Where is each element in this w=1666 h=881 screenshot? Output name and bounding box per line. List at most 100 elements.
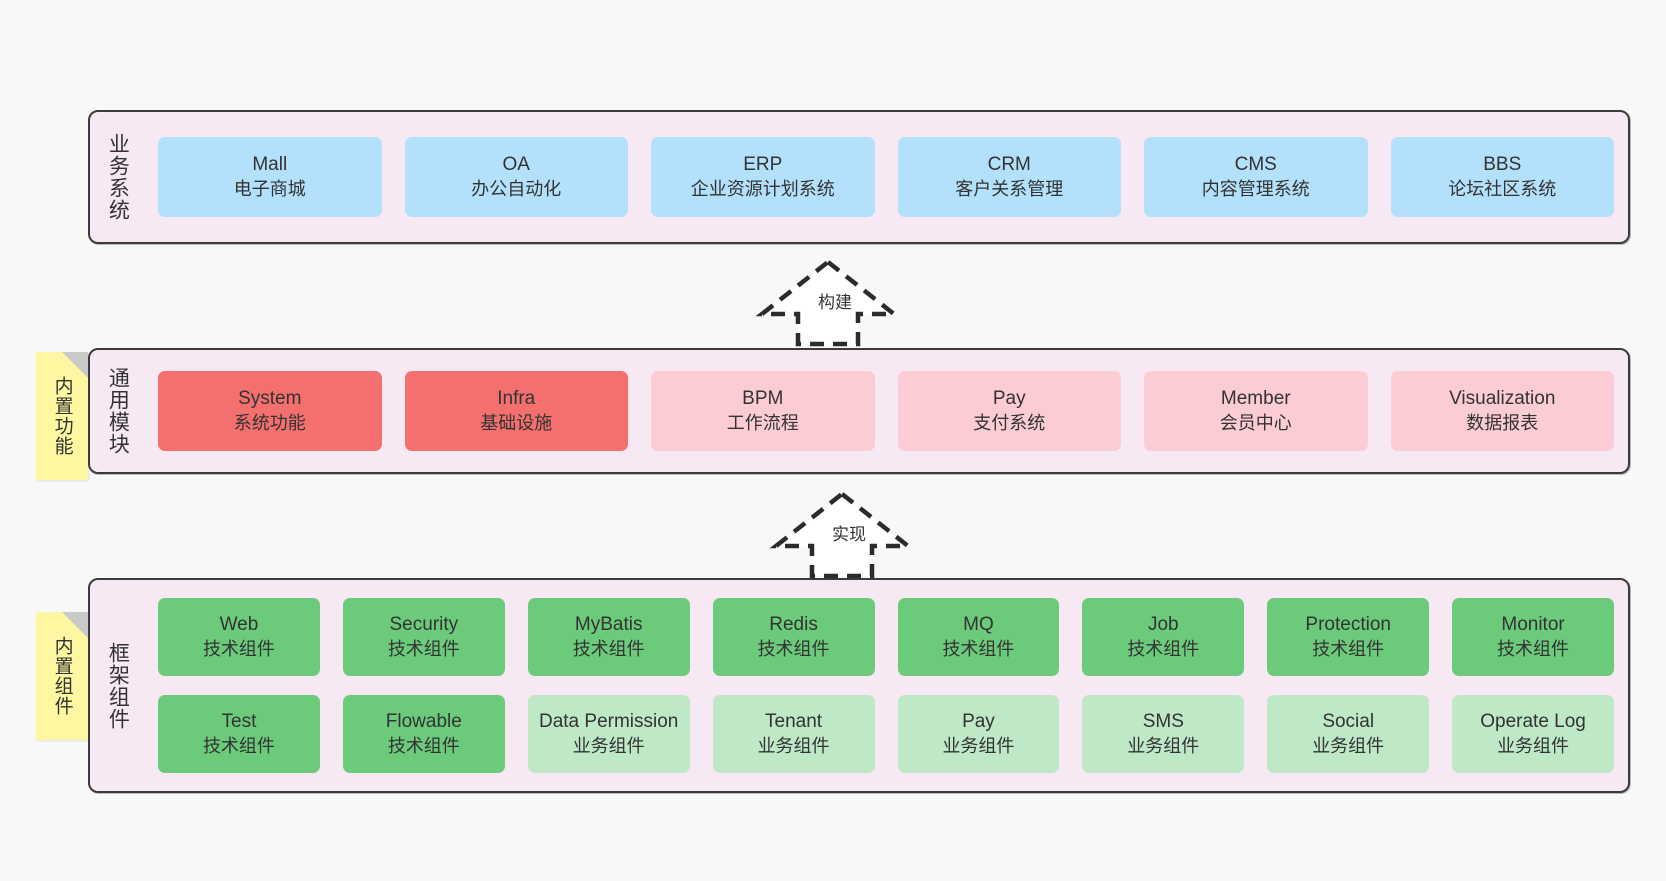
card-row-business: Test 技术组件 Flowable 技术组件 Data Permission … [158, 695, 1614, 773]
card-title-cn: 数据报表 [1466, 412, 1539, 433]
component-card-data-permission[interactable]: Data Permission 业务组件 [527, 695, 690, 773]
connector-build-label: 构建 [818, 293, 852, 312]
card-title-en: System [238, 388, 302, 410]
card-title-en: Flowable [385, 711, 462, 733]
module-card-cms[interactable]: CMS 内容管理系统 [1144, 137, 1368, 217]
card-title-en: Tenant [765, 711, 823, 733]
card-title-en: MyBatis [574, 614, 643, 636]
module-card-member[interactable]: Member 会员中心 [1144, 371, 1368, 451]
card-title-cn: 企业资源计划系统 [690, 178, 835, 199]
module-card-erp[interactable]: ERP 企业资源计划系统 [651, 137, 875, 217]
card-title-cn: 基础设施 [480, 412, 553, 433]
card-title-cn: 内容管理系统 [1201, 178, 1310, 199]
card-title-cn: 办公自动化 [471, 178, 562, 199]
card-title-cn: 工作流程 [726, 412, 799, 433]
component-card-flowable[interactable]: Flowable 技术组件 [342, 695, 505, 773]
card-title-cn: 技术组件 [942, 638, 1015, 659]
card-title-cn: 业务组件 [1497, 735, 1570, 756]
layer-business-system: 业务系统 Mall 电子商城 OA 办公自动化 ERP 企业资源计划系统 CRM… [88, 110, 1630, 244]
component-card-monitor[interactable]: Monitor 技术组件 [1452, 598, 1614, 676]
layer-body-framework-component: Web 技术组件 Security 技术组件 MyBatis 技术组件 Redi… [144, 580, 1628, 791]
sticky-note-label: 内置组件 [51, 636, 73, 716]
component-card-security[interactable]: Security 技术组件 [342, 598, 505, 676]
component-card-tenant[interactable]: Tenant 业务组件 [712, 695, 875, 773]
card-title-en: Redis [769, 614, 818, 636]
sticky-note-label: 内置功能 [51, 376, 73, 456]
card-title-cn: 业务组件 [572, 735, 645, 756]
layer-title-general-module: 通用模块 [106, 367, 130, 455]
card-title-en: Member [1220, 388, 1291, 410]
card-title-cn: 业务组件 [942, 735, 1015, 756]
layer-general-module: 通用模块 System 系统功能 Infra 基础设施 BPM 工作流程 Pay… [88, 348, 1630, 474]
connector-build: 构建 [755, 258, 901, 347]
component-card-mq[interactable]: MQ 技术组件 [897, 598, 1060, 676]
card-title-en: Monitor [1501, 614, 1565, 636]
sticky-note-builtin-component: 内置组件 [36, 612, 88, 740]
module-card-pay[interactable]: Pay 支付系统 [897, 371, 1121, 451]
component-card-protection[interactable]: Protection 技术组件 [1267, 598, 1430, 676]
card-title-en: MQ [963, 614, 994, 636]
connector-implement: 实现 [769, 490, 915, 579]
card-title-cn: 技术组件 [1127, 638, 1200, 659]
component-card-mybatis[interactable]: MyBatis 技术组件 [527, 598, 690, 676]
card-title-cn: 支付系统 [973, 412, 1046, 433]
card-title-cn: 技术组件 [757, 638, 830, 659]
card-title-cn: 客户关系管理 [955, 178, 1064, 199]
card-title-cn: 技术组件 [202, 735, 275, 756]
component-card-web[interactable]: Web 技术组件 [158, 598, 320, 676]
card-title-en: Web [219, 614, 259, 636]
module-card-crm[interactable]: CRM 客户关系管理 [897, 137, 1121, 217]
card-title-en: Pay [992, 388, 1026, 410]
card-title-cn: 技术组件 [202, 638, 275, 659]
card-title-en: BPM [742, 388, 784, 410]
module-card-visualization[interactable]: Visualization 数据报表 [1390, 371, 1614, 451]
card-row: Mall 电子商城 OA 办公自动化 ERP 企业资源计划系统 CRM 客户关系… [158, 137, 1614, 217]
layer-framework-component: 框架组件 Web 技术组件 Security 技术组件 MyBatis 技术组件… [88, 578, 1630, 793]
card-title-cn: 技术组件 [387, 735, 460, 756]
card-title-en: CRM [987, 154, 1031, 176]
module-card-bpm[interactable]: BPM 工作流程 [651, 371, 875, 451]
module-card-system[interactable]: System 系统功能 [158, 371, 382, 451]
card-row-technical: Web 技术组件 Security 技术组件 MyBatis 技术组件 Redi… [158, 598, 1614, 676]
card-title-cn: 电子商城 [233, 178, 306, 199]
hollow-arrow-up-icon [769, 491, 915, 579]
card-title-en: CMS [1234, 154, 1277, 176]
component-card-job[interactable]: Job 技术组件 [1082, 598, 1245, 676]
card-title-cn: 技术组件 [387, 638, 460, 659]
card-title-en: Pay [962, 711, 995, 733]
card-title-cn: 系统功能 [233, 412, 306, 433]
card-title-en: Infra [497, 388, 536, 410]
module-card-mall[interactable]: Mall 电子商城 [158, 137, 382, 217]
card-title-cn: 论坛社区系统 [1448, 178, 1557, 199]
module-card-bbs[interactable]: BBS 论坛社区系统 [1390, 137, 1614, 217]
card-title-en: SMS [1142, 711, 1184, 733]
card-title-en: OA [502, 154, 530, 176]
card-title-cn: 技术组件 [1312, 638, 1385, 659]
card-title-en: ERP [743, 154, 783, 176]
module-card-infra[interactable]: Infra 基础设施 [404, 371, 628, 451]
component-card-test[interactable]: Test 技术组件 [158, 695, 320, 773]
card-title-en: Security [389, 614, 459, 636]
component-card-social[interactable]: Social 业务组件 [1267, 695, 1430, 773]
card-title-cn: 技术组件 [572, 638, 645, 659]
card-title-cn: 业务组件 [1312, 735, 1385, 756]
card-title-en: Protection [1305, 614, 1391, 636]
page-fold-icon [62, 612, 88, 638]
connector-implement-label: 实现 [832, 525, 866, 544]
card-title-en: Visualization [1449, 388, 1556, 410]
layer-title-business-system: 业务系统 [106, 133, 130, 221]
module-card-oa[interactable]: OA 办公自动化 [404, 137, 628, 217]
hollow-arrow-up-icon [755, 259, 901, 347]
card-title-en: Social [1322, 711, 1375, 733]
component-card-sms[interactable]: SMS 业务组件 [1082, 695, 1245, 773]
card-title-en: Mall [252, 154, 288, 176]
layer-body-business-system: Mall 电子商城 OA 办公自动化 ERP 企业资源计划系统 CRM 客户关系… [144, 112, 1628, 242]
card-title-en: Job [1147, 614, 1179, 636]
component-card-redis[interactable]: Redis 技术组件 [712, 598, 875, 676]
sticky-note-builtin-function: 内置功能 [36, 352, 88, 480]
card-title-en: BBS [1483, 154, 1522, 176]
layer-body-general-module: System 系统功能 Infra 基础设施 BPM 工作流程 Pay 支付系统… [144, 350, 1628, 472]
component-card-operate-log[interactable]: Operate Log 业务组件 [1452, 695, 1614, 773]
component-card-pay[interactable]: Pay 业务组件 [897, 695, 1060, 773]
